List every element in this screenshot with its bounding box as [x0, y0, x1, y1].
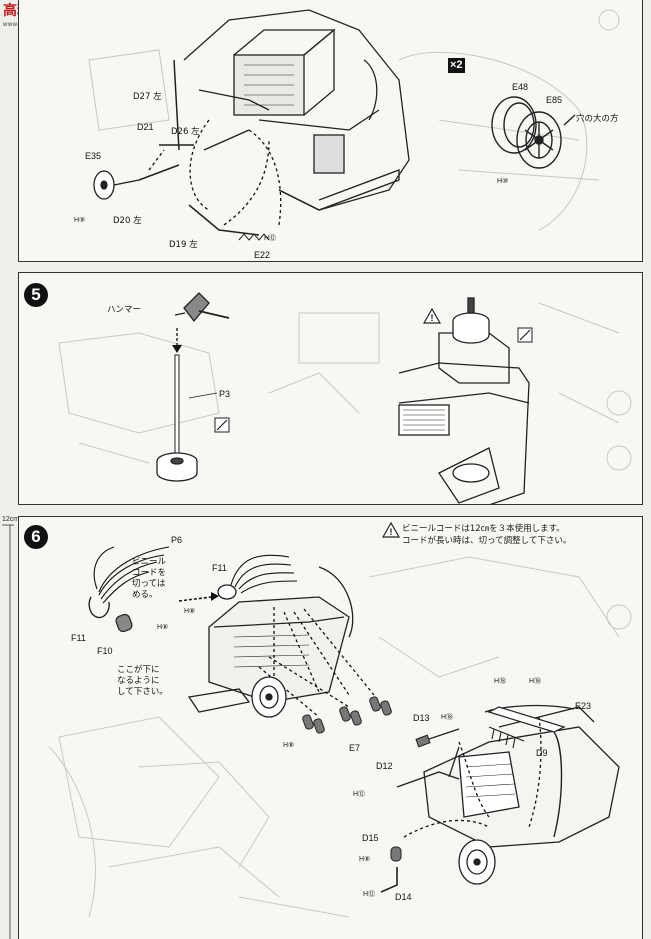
label-d20: D20 左	[113, 216, 142, 226]
label-e7: E7	[349, 743, 361, 753]
label-h8-d: H⑧	[359, 856, 371, 863]
label-hammer: ハンマー	[107, 305, 142, 315]
label-d9: D9	[536, 748, 548, 758]
label-f11-left: F11	[71, 633, 86, 643]
label-h9: H⑨	[74, 217, 86, 224]
label-h12: H⑫	[264, 235, 277, 242]
label-d13: D13	[413, 713, 430, 723]
label-h18-a: H⑱	[494, 678, 507, 685]
step-6-number: 6	[24, 525, 48, 549]
step-6-panel: 6 !	[18, 516, 643, 939]
label-f11-top: F11	[212, 563, 227, 573]
label-d12: D12	[376, 761, 393, 771]
label-h18-c: H⑱	[441, 714, 454, 721]
label-d21: D21	[137, 122, 154, 132]
label-e48: E48	[512, 82, 529, 92]
label-d27: D27 左	[133, 92, 162, 102]
label-h12-a: H⑫	[353, 791, 366, 798]
label-e85: E85	[546, 95, 563, 105]
step-5-panel: 5	[18, 272, 643, 505]
label-h12-b: H⑫	[363, 891, 376, 898]
label-d15: D15	[362, 833, 379, 843]
step-4-panel: ×2 D27 左 D21 D26 左 E35 H⑨ D20 左 D19 左 H⑫…	[18, 0, 643, 262]
warning-line-1: ビニールコードは12㎝を３本使用します。	[402, 524, 565, 534]
label-d19: D19 左	[169, 240, 198, 250]
label-hole-note: 穴の大の方	[576, 114, 619, 124]
label-e22: E22	[254, 250, 271, 260]
label-e23: E23	[575, 701, 592, 711]
step-5-number: 5	[24, 283, 48, 307]
cut-cord-note: ビニール コードを 切っては める。	[132, 557, 167, 600]
step-5-diagram: !	[58, 292, 632, 504]
label-e35: E35	[85, 151, 102, 161]
label-f10: F10	[97, 646, 113, 656]
step-4-diagram	[88, 9, 620, 241]
label-p6: P6	[171, 535, 183, 545]
label-h10: H⑩	[497, 178, 509, 185]
label-d14: D14	[395, 892, 412, 902]
step-6-diagram: !	[48, 521, 632, 918]
ruler-mark: 12cm	[2, 516, 20, 523]
label-h8-left: H⑧	[157, 624, 169, 631]
label-p3: P3	[219, 389, 231, 399]
label-h18-b: H⑱	[529, 678, 542, 685]
warning-line-2: コードが長い時は、切って調整して下さい。	[402, 536, 572, 546]
label-h8-top: H⑧	[184, 608, 196, 615]
label-d26: D26 左	[171, 127, 200, 137]
svg-text:!: !	[390, 527, 393, 537]
svg-text:!: !	[431, 313, 434, 323]
quantity-badge: ×2	[448, 58, 465, 73]
orientation-note: ここが下に なるように して下さい。	[117, 665, 168, 697]
label-h8-bottom: H⑧	[283, 742, 295, 749]
